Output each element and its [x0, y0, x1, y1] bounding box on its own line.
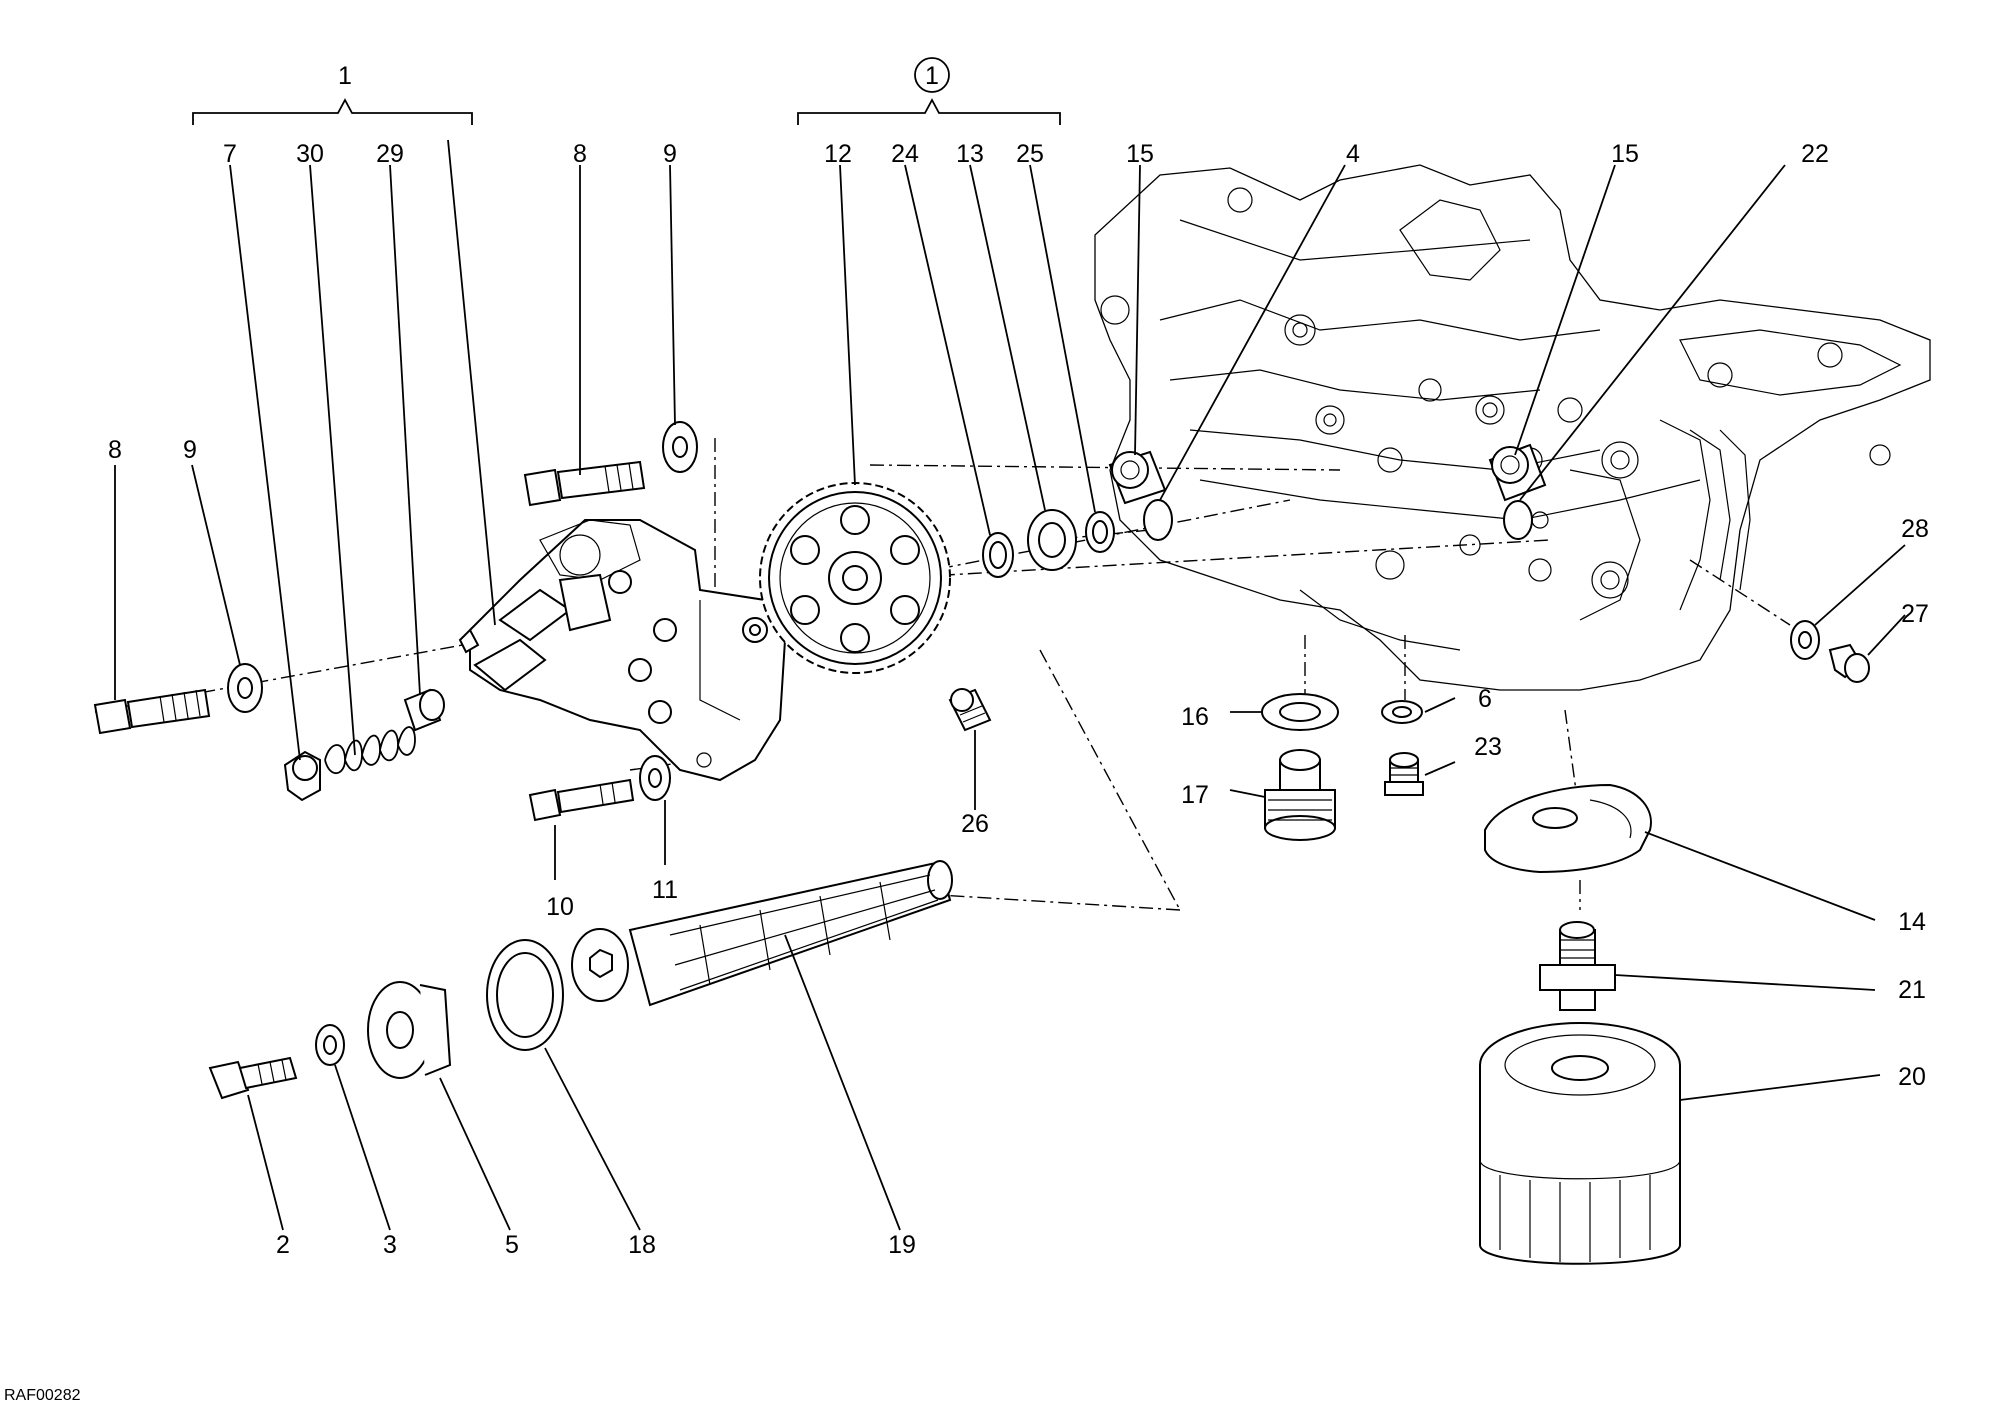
label-18: 18: [628, 1231, 656, 1259]
label-24: 24: [891, 140, 919, 168]
washer-28: [1790, 620, 1820, 660]
label-22: 22: [1801, 140, 1829, 168]
washer-11: [639, 755, 671, 801]
washer-16: [1261, 693, 1339, 731]
drain-plug-17: [1264, 749, 1336, 841]
bearing-13: [1027, 509, 1077, 571]
crankcase-outline: [1094, 164, 1931, 691]
label-14: 14: [1898, 908, 1926, 936]
bolt-2: [208, 1056, 298, 1100]
label-15-right: 15: [1611, 140, 1639, 168]
label-9-left: 9: [183, 436, 197, 464]
label-20: 20: [1898, 1063, 1926, 1091]
label-7: 7: [223, 140, 237, 168]
circlip-25: [1085, 511, 1115, 553]
o-ring-4: [1143, 499, 1173, 541]
centerlines: [94, 438, 1791, 911]
label-28: 28: [1901, 515, 1929, 543]
assembly-bracket-1: [192, 98, 473, 125]
plate-14: [1484, 783, 1652, 874]
plunger-29: [403, 688, 445, 732]
label-8-left: 8: [108, 436, 122, 464]
oil-pump-body: [458, 519, 787, 782]
assembly-bracket-1-circled: [797, 57, 1061, 125]
drawing-code: RAF00282: [4, 1387, 81, 1404]
label-21: 21: [1898, 976, 1926, 1004]
label-11: 11: [652, 876, 678, 904]
label-6: 6: [1478, 685, 1492, 713]
gear-12: [759, 482, 951, 674]
bolt-8-upper: [523, 460, 646, 507]
label-15-left: 15: [1126, 140, 1154, 168]
seal-18: [486, 939, 564, 1051]
label-12: 12: [824, 140, 852, 168]
plug-23: [1384, 752, 1424, 796]
label-3: 3: [383, 1231, 397, 1259]
label-1-circled: 1: [925, 62, 939, 90]
part-number-labels: 1 1 7 30 29 8 9 12 24 13 25 15 4 15 22 8…: [108, 62, 1929, 1259]
label-19: 19: [888, 1231, 916, 1259]
label-23: 23: [1474, 733, 1502, 761]
label-5: 5: [505, 1231, 519, 1259]
circled-one-marker: [914, 57, 950, 93]
filter-screen-19: [571, 860, 953, 1007]
leader-lines: [114, 139, 1906, 1231]
label-1: 1: [338, 62, 352, 90]
label-17: 17: [1181, 781, 1209, 809]
spring-30: [324, 726, 416, 775]
washer-6: [1381, 700, 1423, 724]
label-4: 4: [1346, 140, 1360, 168]
label-27: 27: [1901, 600, 1929, 628]
label-13: 13: [956, 140, 984, 168]
label-25: 25: [1016, 140, 1044, 168]
label-29: 29: [376, 140, 404, 168]
o-ring-22: [1503, 500, 1533, 540]
plug-7: [283, 750, 321, 802]
label-26: 26: [961, 810, 989, 838]
sleeve-26: [948, 688, 992, 732]
oil-filter-20: [1479, 1022, 1681, 1265]
nipple-21: [1539, 921, 1616, 1011]
label-30: 30: [296, 140, 324, 168]
bolt-10: [528, 778, 635, 822]
washer-3: [315, 1024, 345, 1066]
label-9-upper: 9: [663, 140, 677, 168]
cap-5: [367, 981, 452, 1079]
circlip-24: [982, 532, 1014, 578]
label-10: 10: [546, 893, 574, 921]
label-8-upper: 8: [573, 140, 587, 168]
label-16: 16: [1181, 703, 1209, 731]
bolt-8-left: [93, 688, 211, 735]
plug-27: [1828, 643, 1870, 683]
label-2: 2: [276, 1231, 290, 1259]
washer-9-left: [227, 663, 263, 713]
washer-9-upper: [662, 421, 698, 473]
